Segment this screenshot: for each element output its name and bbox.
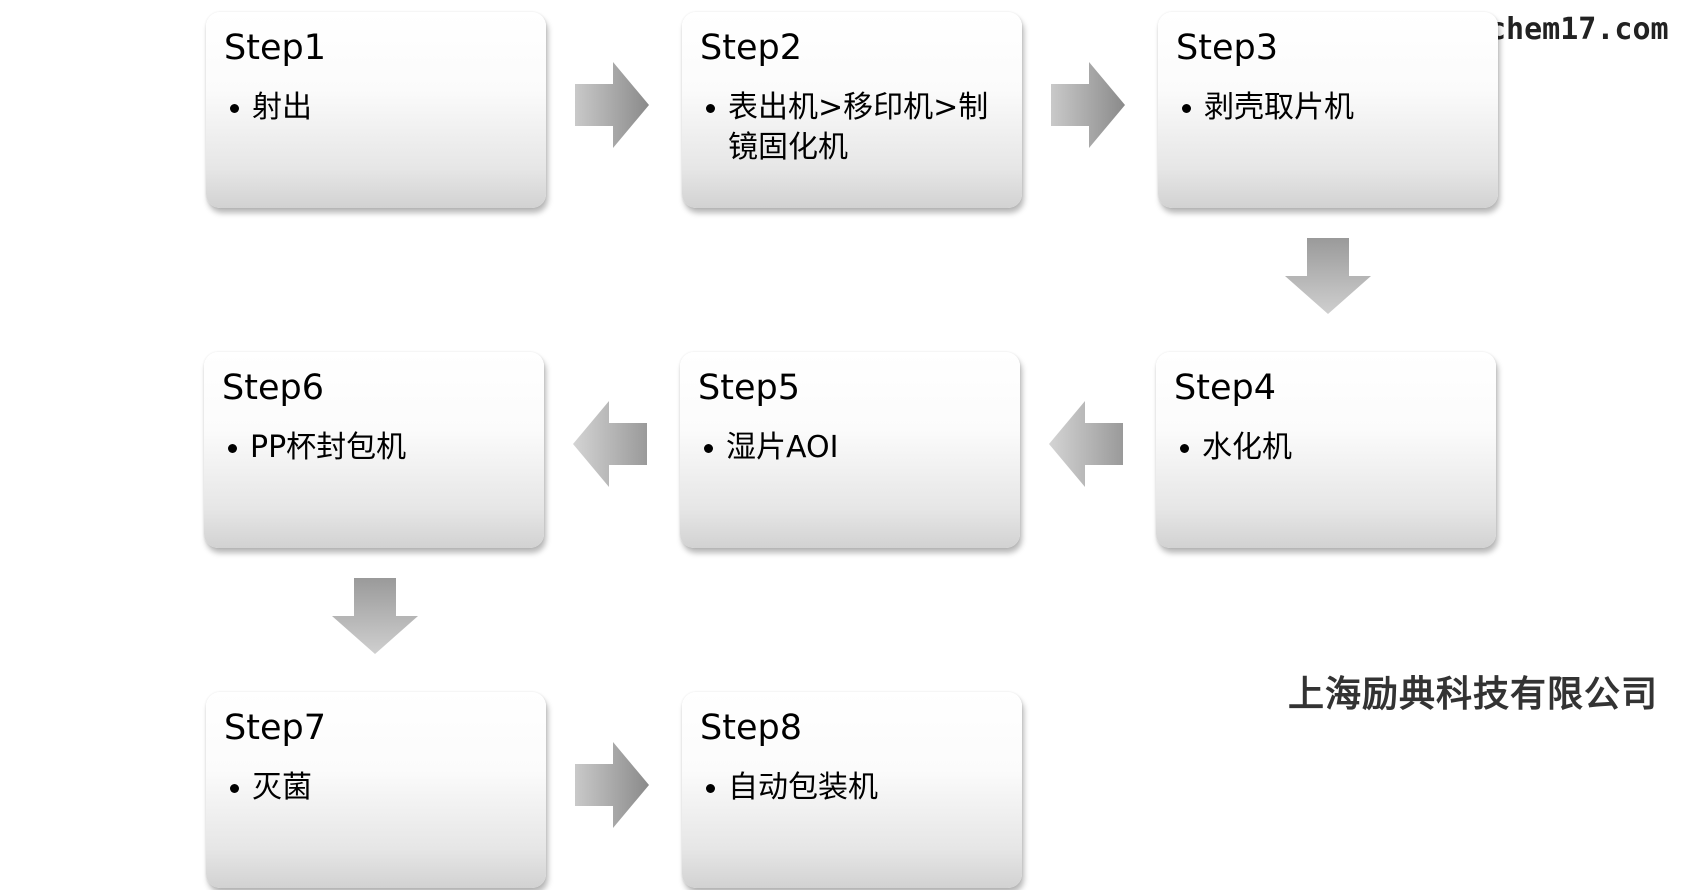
step-box-8: Step8 自动包装机 [682,692,1022,888]
step-title: Step5 [698,368,800,408]
watermark-text: chem17.com [1488,12,1669,47]
arrow-right-icon [575,62,649,148]
step-box-6: Step6 PP杯封包机 [204,352,544,548]
step-box-3: Step3 剥壳取片机 [1158,12,1498,208]
step-item: 湿片AOI [698,428,1002,468]
step-title: Step8 [700,708,802,748]
step-title: Step7 [224,708,326,748]
step-title: Step1 [224,28,326,68]
step-item: 表出机>移印机>制镜固化机 [700,88,1004,168]
step-items: 灭菌 [224,768,528,808]
step-box-2: Step2 表出机>移印机>制镜固化机 [682,12,1022,208]
step-items: 湿片AOI [698,428,1002,468]
arrow-left-icon [1049,401,1123,487]
step-title: Step3 [1176,28,1278,68]
step-items: 剥壳取片机 [1176,88,1480,128]
step-title: Step2 [700,28,802,68]
step-item: 射出 [224,88,528,128]
step-title: Step6 [222,368,324,408]
company-name: 上海励典科技有限公司 [1288,673,1659,715]
step-items: 自动包装机 [700,768,1004,808]
arrow-down-icon [1285,238,1371,314]
arrow-left-icon [573,401,647,487]
arrow-right-icon [575,742,649,828]
step-items: 水化机 [1174,428,1478,468]
step-box-5: Step5 湿片AOI [680,352,1020,548]
step-item: 水化机 [1174,428,1478,468]
step-item: 剥壳取片机 [1176,88,1480,128]
step-box-4: Step4 水化机 [1156,352,1496,548]
step-item: PP杯封包机 [222,428,526,468]
step-item: 自动包装机 [700,768,1004,808]
step-box-1: Step1 射出 [206,12,546,208]
step-title: Step4 [1174,368,1276,408]
step-items: PP杯封包机 [222,428,526,468]
arrow-down-icon [332,578,418,654]
step-item: 灭菌 [224,768,528,808]
step-items: 射出 [224,88,528,128]
arrow-right-icon [1051,62,1125,148]
step-items: 表出机>移印机>制镜固化机 [700,88,1004,168]
step-box-7: Step7 灭菌 [206,692,546,888]
